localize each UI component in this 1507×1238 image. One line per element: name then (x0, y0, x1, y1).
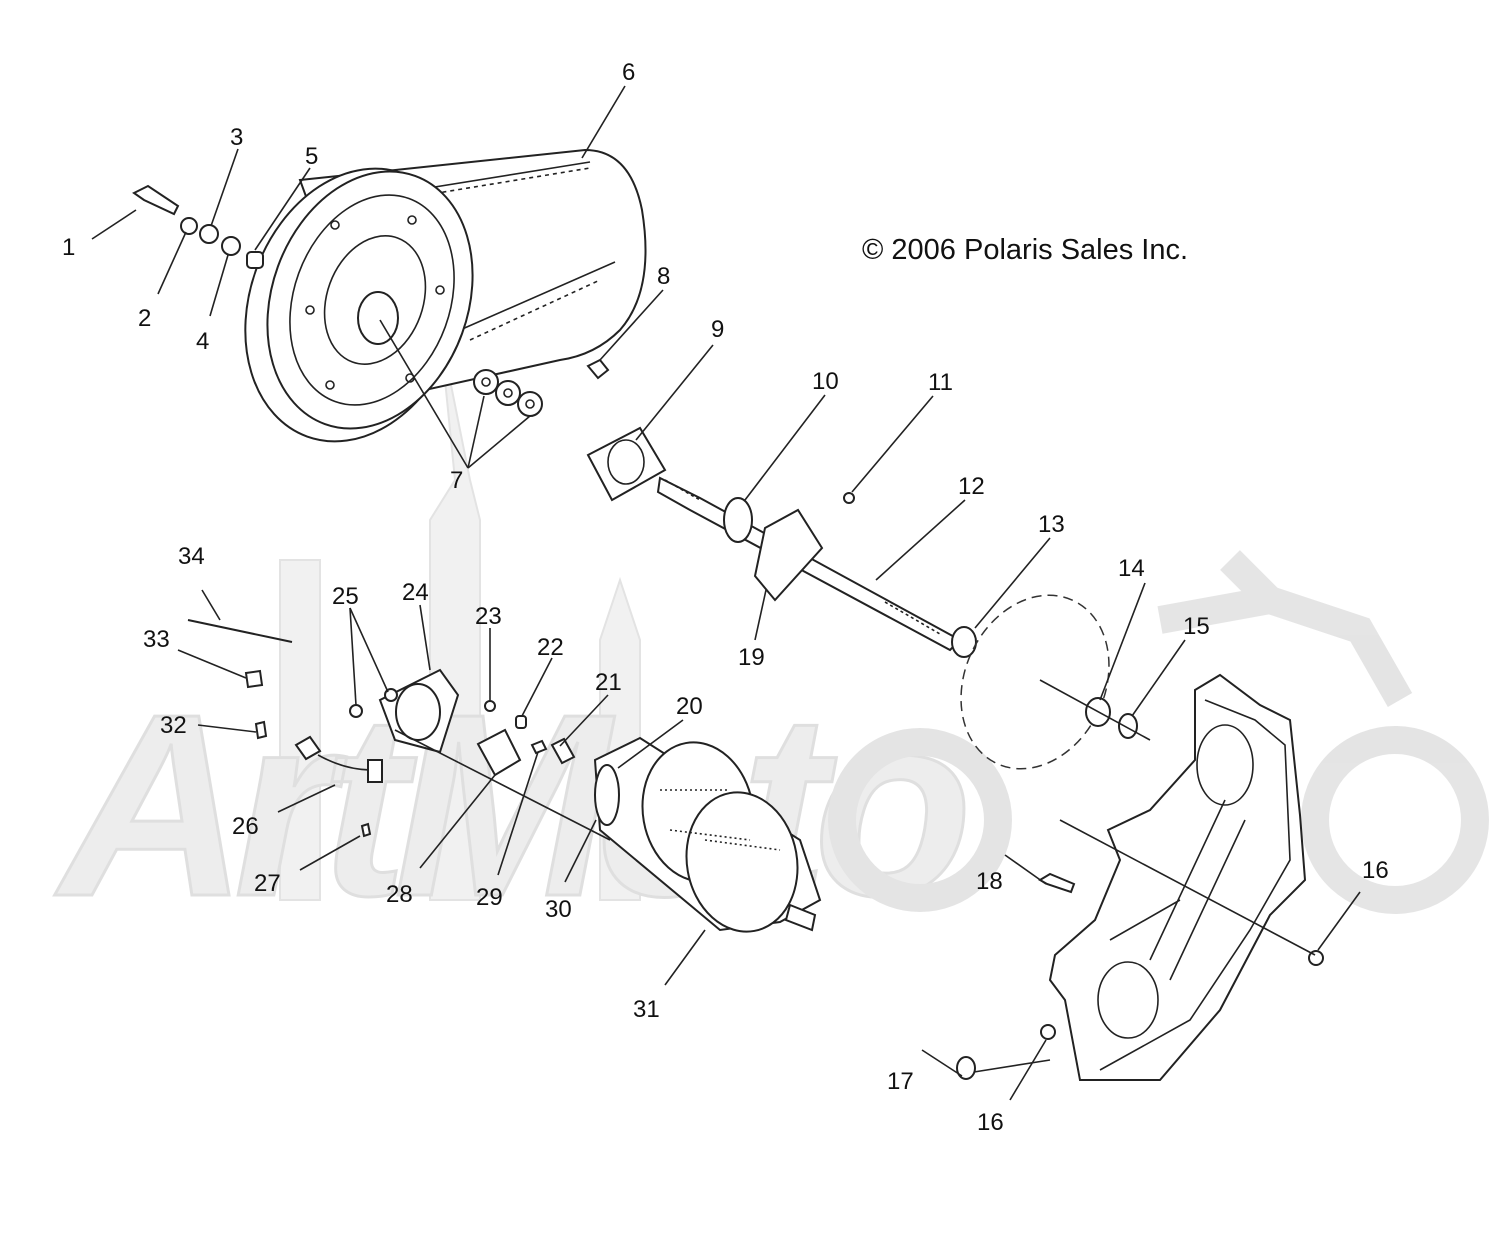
callout-21: 21 (595, 669, 622, 696)
callout-18: 18 (976, 868, 1003, 895)
spacer-5 (246, 251, 264, 269)
wire-34 (187, 619, 293, 643)
callout-3: 3 (230, 124, 243, 151)
clip-33 (244, 669, 264, 689)
washer-set-7 (473, 369, 543, 417)
watermark-motorcycle-icon (828, 550, 1489, 914)
callout-7: 7 (450, 467, 463, 494)
washer-2 (180, 217, 198, 235)
pin-22 (515, 715, 527, 729)
nut-23 (484, 700, 496, 712)
bearing-flange-9 (586, 426, 667, 502)
callout-31: 31 (633, 996, 660, 1023)
callout-27: 27 (254, 870, 281, 897)
nut-11 (843, 492, 855, 504)
jackshaft-assembly-31 (593, 736, 822, 933)
callout-labels: 1 2 3 4 5 6 7 8 9 10 11 12 13 14 15 16 1… (62, 59, 1389, 1136)
bolt-1 (132, 184, 180, 216)
leader-lines (91, 85, 1361, 1101)
callout-15: 15 (1183, 613, 1210, 640)
callout-6: 6 (622, 59, 635, 86)
callout-8: 8 (657, 263, 670, 290)
callout-17: 17 (887, 1068, 914, 1095)
o-ring-15 (1118, 713, 1138, 739)
callout-24: 24 (402, 579, 429, 606)
callout-22: 22 (537, 634, 564, 661)
nut-16-bottom (1040, 1024, 1056, 1040)
spacer-29 (530, 739, 548, 755)
gear-21 (550, 737, 576, 765)
callout-10: 10 (812, 368, 839, 395)
driven-clutch-sheave (244, 167, 474, 443)
callout-4: 4 (196, 328, 209, 355)
gasket-28 (476, 728, 522, 777)
driven-shaft-12 (656, 476, 962, 652)
callout-1: 1 (62, 234, 75, 261)
callout-25: 25 (332, 583, 359, 610)
callout-32: 32 (160, 712, 187, 739)
callout-26: 26 (232, 813, 259, 840)
washer-4 (221, 236, 241, 256)
callout-11: 11 (928, 369, 953, 396)
callout-34: 34 (178, 543, 205, 570)
clip-32 (254, 720, 268, 740)
callout-28: 28 (386, 881, 413, 908)
callout-20: 20 (676, 693, 703, 720)
chaincase-housing (1048, 673, 1307, 1081)
callout-30: 30 (545, 896, 572, 923)
callout-16-bottom: 16 (977, 1109, 1004, 1136)
callout-12: 12 (958, 473, 985, 500)
callout-16-right: 16 (1362, 857, 1389, 884)
bolt-17 (956, 1056, 976, 1080)
callout-23: 23 (475, 603, 502, 630)
o-ring-13 (951, 626, 977, 658)
screw-27 (360, 822, 372, 838)
callout-13: 13 (1038, 511, 1065, 538)
bolt-8 (586, 358, 610, 380)
speed-sensor-26 (294, 735, 383, 783)
nut-25-b (349, 704, 363, 718)
callout-2: 2 (138, 305, 151, 332)
bearing-10 (723, 497, 753, 543)
washer-3 (199, 224, 219, 244)
callout-19: 19 (738, 644, 765, 671)
watermark-text: ArtMoto (52, 661, 968, 951)
callout-9: 9 (711, 316, 724, 343)
watermark-layer: ArtMoto (50, 329, 1489, 953)
bearing-flange-19 (753, 508, 824, 602)
callout-5: 5 (305, 143, 318, 170)
callout-14: 14 (1118, 555, 1145, 582)
copyright-text: © 2006 Polaris Sales Inc. (862, 234, 1188, 266)
callout-29: 29 (476, 884, 503, 911)
callout-33: 33 (143, 626, 170, 653)
